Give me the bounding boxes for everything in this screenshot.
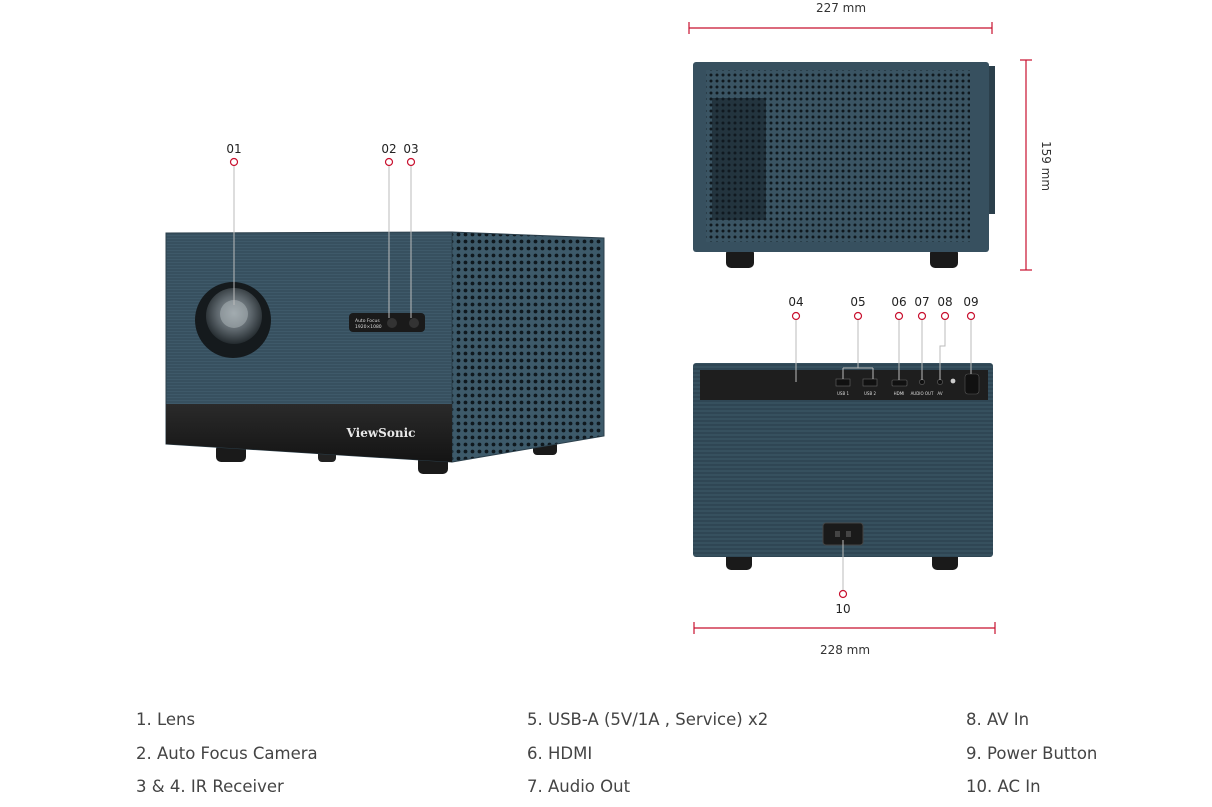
callout-03-label: 03	[403, 142, 418, 156]
dimension-height: 159 mm	[1020, 59, 1053, 271]
usb-port-1	[835, 378, 851, 387]
legend-column-2: 5. USB-A (5V/1A , Service) x2 6. HDMI 7.…	[527, 700, 768, 801]
callout-04: 04	[788, 295, 804, 382]
callout-02: 02	[381, 142, 397, 318]
av-in-jack	[937, 379, 943, 385]
foot	[726, 248, 754, 268]
dimension-top-width: 227 mm	[688, 1, 993, 34]
projector-rear-view: USB 1 USB 2 HDMI AUDIO OUT AV	[693, 363, 993, 570]
power-button-icon	[964, 373, 980, 395]
callout-01: 01	[226, 142, 242, 305]
dimension-height-label: 159 mm	[1039, 141, 1053, 191]
callout-10-label: 10	[835, 602, 850, 616]
camera-resolution-label: 1920×1080	[355, 324, 382, 330]
callout-08: 08	[937, 295, 953, 380]
callout-06-label: 06	[891, 295, 906, 309]
projector-side-view	[693, 62, 995, 268]
callout-08-label: 08	[937, 295, 952, 309]
legend-item: 7. Audio Out	[527, 777, 631, 796]
side-vent-panel	[451, 231, 605, 463]
ir-sensor-icon	[409, 318, 419, 328]
callout-09: 09	[963, 295, 979, 374]
legend-item: 1. Lens	[136, 710, 196, 729]
legend-item: 3 & 4. IR Receiver	[136, 777, 284, 796]
camera-lens-icon	[387, 318, 397, 328]
camera-label: Auto Focus	[355, 318, 380, 324]
hdmi-label: HDMI	[894, 391, 905, 396]
callout-04-label: 04	[788, 295, 803, 309]
legend-column-1: 1. Lens 2. Auto Focus Camera 3 & 4. IR R…	[136, 700, 318, 801]
usb2-label: USB 2	[864, 391, 876, 396]
audio-out-jack	[919, 379, 925, 385]
speaker-bezel	[166, 404, 452, 462]
callout-05-label: 05	[850, 295, 865, 309]
usb-port-2	[862, 378, 878, 387]
callout-06: 06	[891, 295, 907, 380]
legend-item: 2. Auto Focus Camera	[136, 743, 318, 763]
legend-item: 6. HDMI	[527, 743, 593, 763]
camera-strip	[349, 313, 425, 332]
av-label: AV	[937, 391, 942, 396]
projector-front-view: ViewSonic Auto Focus 1920×1080	[165, 231, 605, 474]
audio-out-label: AUDIO OUT	[911, 391, 934, 396]
projector-diagram: 227 mm 159 mm 228 mm ViewSonic Auto Focu…	[165, 1, 1053, 657]
status-led	[950, 378, 956, 384]
rear-body	[693, 363, 993, 557]
callout-09-label: 09	[963, 295, 978, 309]
parts-legend: 1. Lens 2. Auto Focus Camera 3 & 4. IR R…	[0, 700, 1212, 807]
callout-02-label: 02	[381, 142, 396, 156]
dimension-bottom-width-label: 228 mm	[820, 643, 870, 657]
callout-07: 07	[914, 295, 930, 380]
foot	[930, 248, 958, 268]
callout-03: 03	[403, 142, 419, 318]
side-edge	[989, 66, 995, 214]
legend-item: 10. AC In	[966, 777, 1041, 796]
dimension-top-width-label: 227 mm	[816, 1, 866, 15]
legend-column-3: 8. AV In 9. Power Button 10. AC In	[966, 700, 1097, 801]
brand-logo: ViewSonic	[346, 426, 416, 440]
callout-07-label: 07	[914, 295, 929, 309]
callout-10: 10	[835, 540, 851, 616]
callout-05: 05	[842, 295, 874, 379]
legend-item: 5. USB-A (5V/1A , Service) x2	[527, 710, 769, 729]
legend-item: 8. AV In	[966, 710, 1030, 729]
usb1-label: USB 1	[837, 391, 849, 396]
hdmi-port	[891, 379, 908, 387]
callout-01-label: 01	[226, 142, 241, 156]
legend-item: 9. Power Button	[966, 743, 1098, 763]
dimension-bottom-width: 228 mm	[693, 622, 996, 657]
internal-fan-shadow	[712, 98, 766, 220]
